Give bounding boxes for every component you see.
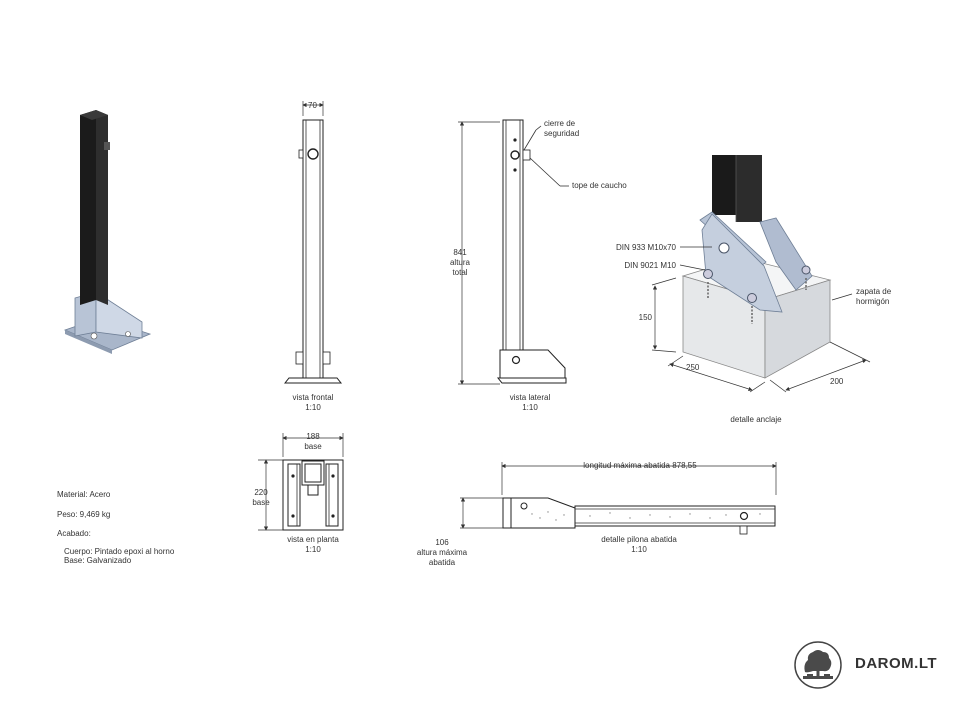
plan-depth-label: base (252, 498, 270, 507)
anchor-detail: DIN 933 M10x70 DIN 9021 M10 zapata de ho… (616, 155, 892, 424)
folded-post-detail: longitud máxima abatida 878,55 106 altur… (417, 461, 777, 567)
bumper-label: tope de caucho (572, 181, 627, 190)
plan-view-scale: 1:10 (305, 545, 321, 554)
brand-name: DAROM.LT (855, 655, 938, 672)
folded-detail-scale: 1:10 (631, 545, 647, 554)
footing-height-dim: 150 (639, 313, 653, 322)
spec-weight: Peso: 9,469 kg (57, 510, 111, 519)
side-view-scale: 1:10 (522, 403, 538, 412)
front-view-caption: vista frontal (293, 393, 334, 402)
lock-label-line2: seguridad (544, 129, 579, 138)
side-view: 841 altura total cierre de seguridad top… (450, 119, 627, 412)
folded-height-label-1: altura máxima (417, 548, 468, 557)
anchor-detail-caption: detalle anclaje (730, 415, 782, 424)
footing-length-dim: 250 (686, 363, 700, 372)
height-dim-label-2: total (452, 268, 467, 277)
plan-width-value: 188 (306, 432, 320, 441)
front-view-scale: 1:10 (305, 403, 321, 412)
side-view-caption: vista lateral (510, 393, 551, 402)
bolt-label-1: DIN 933 M10x70 (616, 243, 677, 252)
front-width-dim: 70 (308, 101, 317, 110)
spec-material: Material: Acero (57, 490, 111, 499)
plan-depth-value: 220 (254, 488, 268, 497)
spec-finish-title: Acabado: (57, 529, 91, 538)
height-dim-label-1: altura (450, 258, 471, 267)
footing-label-line1: zapata de (856, 287, 892, 296)
footing-width-dim: 200 (830, 377, 844, 386)
folded-height-label-2: abatida (429, 558, 456, 567)
plan-view-caption: vista en planta (287, 535, 339, 544)
brand-logo-block: DAROM.LT (793, 640, 943, 690)
footing-label-line2: hormigón (856, 297, 889, 306)
tree-logo-icon (794, 641, 842, 689)
spec-finish-base: Base: Galvanizado (64, 556, 132, 565)
bolt-label-2: DIN 9021 M10 (624, 261, 676, 270)
front-view: 70 vista frontal 1:10 (283, 101, 343, 412)
isometric-post-view (63, 110, 152, 354)
folded-detail-caption: detalle pilona abatida (601, 535, 677, 544)
plan-view: 188 base 220 base vista en planta 1:10 (252, 432, 344, 554)
height-dim-value: 841 (453, 248, 467, 257)
plan-width-label: base (304, 442, 322, 451)
folded-height-value: 106 (435, 538, 449, 547)
folded-length-dim: longitud máxima abatida 878,55 (583, 461, 697, 470)
spec-finish-body: Cuerpo: Pintado epoxi al horno (64, 547, 175, 556)
lock-label-line1: cierre de (544, 119, 576, 128)
